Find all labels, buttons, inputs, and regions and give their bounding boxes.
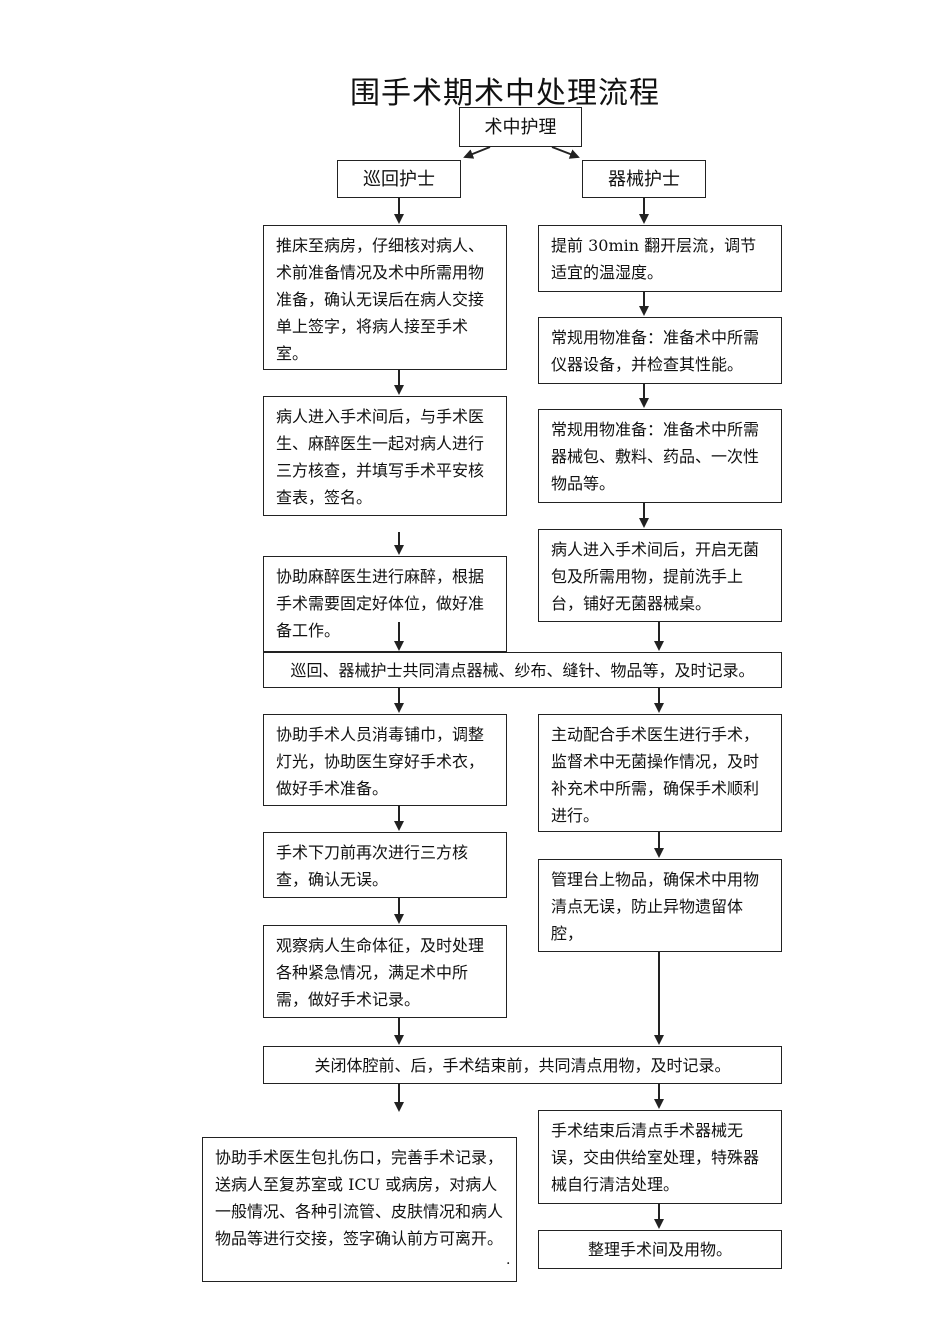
stray-dot: . bbox=[506, 1252, 511, 1268]
node-circ-step-2: 病人进入手术间后，与手术医生、麻醉医生一起对病人进行三方核查，并填写手术平安核查… bbox=[263, 396, 507, 516]
node-text: 巡回、器械护士共同清点器械、纱布、缝针、物品等，及时记录。 bbox=[290, 660, 755, 680]
node-joint-count-1: 巡回、器械护士共同清点器械、纱布、缝针、物品等，及时记录。 bbox=[263, 652, 782, 688]
node-intraop-nursing: 术中护理 bbox=[459, 107, 582, 147]
node-text: 常规用物准备：准备术中所需器械包、敷料、药品、一次性物品等。 bbox=[551, 420, 760, 493]
node-text: 管理台上物品，确保术中用物清点无误，防止异物遗留体腔， bbox=[551, 870, 760, 943]
page-title: 围手术期术中处理流程 bbox=[350, 76, 660, 111]
node-scrub-step-3: 常规用物准备：准备术中所需器械包、敷料、药品、一次性物品等。 bbox=[538, 409, 782, 503]
arrow-root-to-scrub bbox=[551, 146, 580, 159]
node-text: 协助手术医生包扎伤口，完善手术记录，送病人至复苏室或 ICU 或病房，对病人一般… bbox=[215, 1148, 504, 1248]
node-text: 关闭体腔前、后，手术结束前，共同清点用物，及时记录。 bbox=[314, 1055, 731, 1075]
node-text: 整理手术间及用物。 bbox=[587, 1240, 732, 1259]
node-circ-step-1: 推床至病房，仔细核对病人、术前准备情况及术中所需用物准备，确认无误后在病人交接单… bbox=[263, 225, 507, 370]
node-scrub-step-8: 整理手术间及用物。 bbox=[538, 1230, 782, 1269]
node-text: 手术结束后清点手术器械无误，交由供给室处理，特殊器械自行清洁处理。 bbox=[551, 1121, 760, 1194]
node-text: 协助麻醉医生进行麻醉，根据手术需要固定好体位，做好准备工作。 bbox=[276, 567, 485, 640]
node-label: 术中护理 bbox=[484, 116, 557, 138]
node-circ-step-5: 手术下刀前再次进行三方核查，确认无误。 bbox=[263, 832, 507, 898]
node-text: 观察病人生命体征，及时处理各种紧急情况，满足术中所需，做好手术记录。 bbox=[276, 936, 485, 1009]
node-scrub-step-2: 常规用物准备：准备术中所需仪器设备，并检查其性能。 bbox=[538, 317, 782, 384]
node-text: 病人进入手术间后，开启无菌包及所需用物，提前洗手上台，铺好无菌器械桌。 bbox=[551, 540, 760, 613]
node-text: 常规用物准备：准备术中所需仪器设备，并检查其性能。 bbox=[551, 328, 760, 374]
node-scrub-step-4: 病人进入手术间后，开启无菌包及所需用物，提前洗手上台，铺好无菌器械桌。 bbox=[538, 529, 782, 622]
node-text: 病人进入手术间后，与手术医生、麻醉医生一起对病人进行三方核查，并填写手术平安核查… bbox=[276, 407, 485, 507]
node-text: 提前 30min 翻开层流，调节适宜的温湿度。 bbox=[551, 236, 757, 282]
node-scrub-nurse: 器械护士 bbox=[582, 160, 706, 198]
node-label: 巡回护士 bbox=[363, 168, 435, 190]
node-scrub-step-7: 手术结束后清点手术器械无误，交由供给室处理，特殊器械自行清洁处理。 bbox=[538, 1110, 782, 1204]
node-text: 协助手术人员消毒铺巾，调整灯光，协助医生穿好手术衣，做好手术准备。 bbox=[276, 725, 485, 798]
arrow-root-to-circ bbox=[463, 146, 491, 159]
node-circ-step-6: 观察病人生命体征，及时处理各种紧急情况，满足术中所需，做好手术记录。 bbox=[263, 925, 507, 1018]
node-text: 推床至病房，仔细核对病人、术前准备情况及术中所需用物准备，确认无误后在病人交接单… bbox=[276, 236, 485, 363]
node-scrub-step-6: 管理台上物品，确保术中用物清点无误，防止异物遗留体腔， bbox=[538, 859, 782, 952]
node-circ-step-3: 协助麻醉医生进行麻醉，根据手术需要固定好体位，做好准备工作。 bbox=[263, 556, 507, 652]
node-circ-step-7: 协助手术医生包扎伤口，完善手术记录，送病人至复苏室或 ICU 或病房，对病人一般… bbox=[202, 1137, 517, 1282]
node-scrub-step-5: 主动配合手术医生进行手术，监督术中无菌操作情况，及时补充术中所需，确保手术顺利进… bbox=[538, 714, 782, 832]
node-text: 手术下刀前再次进行三方核查，确认无误。 bbox=[276, 843, 469, 889]
node-text: 主动配合手术医生进行手术，监督术中无菌操作情况，及时补充术中所需，确保手术顺利进… bbox=[551, 725, 760, 825]
node-scrub-step-1: 提前 30min 翻开层流，调节适宜的温湿度。 bbox=[538, 225, 782, 292]
node-circulating-nurse: 巡回护士 bbox=[337, 160, 461, 198]
node-circ-step-4: 协助手术人员消毒铺巾，调整灯光，协助医生穿好手术衣，做好手术准备。 bbox=[263, 714, 507, 806]
node-label: 器械护士 bbox=[608, 168, 680, 190]
node-joint-count-2: 关闭体腔前、后，手术结束前，共同清点用物，及时记录。 bbox=[263, 1046, 782, 1084]
